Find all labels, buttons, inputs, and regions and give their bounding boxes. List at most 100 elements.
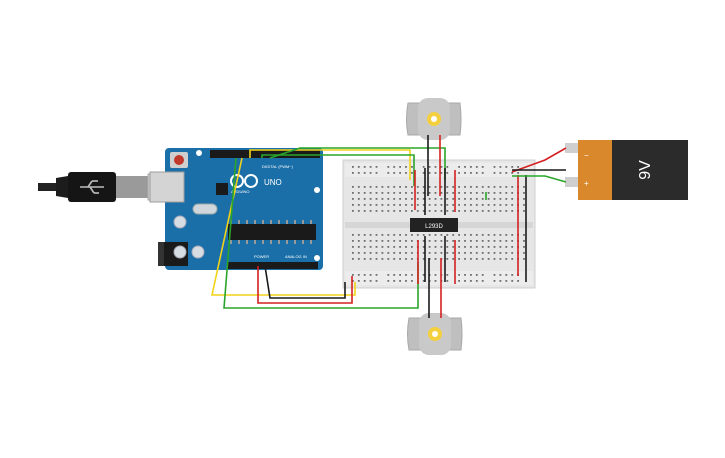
breadboard-hole[interactable] [399, 240, 401, 242]
breadboard-hole[interactable] [464, 166, 466, 168]
wire-yellow-2[interactable] [211, 157, 356, 296]
breadboard-hole[interactable] [393, 246, 396, 248]
breadboard-hole[interactable] [434, 258, 437, 260]
breadboard-hole[interactable] [487, 198, 490, 200]
breadboard-hole[interactable] [452, 210, 455, 212]
breadboard-hole[interactable] [493, 166, 496, 168]
breadboard-hole[interactable] [440, 166, 443, 168]
breadboard-hole[interactable] [369, 172, 372, 174]
breadboard-hole[interactable] [481, 198, 484, 200]
breadboard-hole[interactable] [422, 204, 425, 206]
breadboard-hole[interactable] [505, 166, 508, 168]
breadboard-hole[interactable] [387, 172, 390, 174]
breadboard-hole[interactable] [470, 280, 472, 282]
breadboard-hole[interactable] [416, 192, 419, 194]
breadboard-hole[interactable] [475, 280, 478, 282]
breadboard-hole[interactable] [357, 210, 360, 212]
breadboard-hole[interactable] [399, 186, 401, 188]
breadboard-hole[interactable] [411, 280, 413, 282]
breadboard-hole[interactable] [363, 172, 366, 174]
breadboard-hole[interactable] [511, 274, 514, 276]
breadboard-hole[interactable] [481, 234, 484, 236]
breadboard-hole[interactable] [375, 258, 378, 260]
breadboard-hole[interactable] [422, 172, 425, 174]
breadboard-hole[interactable] [428, 192, 431, 194]
breadboard-hole[interactable] [481, 186, 484, 188]
breadboard-hole[interactable] [475, 166, 478, 168]
breadboard-hole[interactable] [369, 240, 372, 242]
breadboard-hole[interactable] [352, 234, 354, 236]
breadboard-hole[interactable] [446, 186, 449, 188]
breadboard-hole[interactable] [387, 210, 390, 212]
breadboard-hole[interactable] [363, 234, 366, 236]
breadboard-hole[interactable] [434, 166, 437, 168]
breadboard-hole[interactable] [499, 234, 502, 236]
breadboard-hole[interactable] [458, 204, 460, 206]
breadboard-hole[interactable] [393, 204, 396, 206]
breadboard-hole[interactable] [357, 234, 360, 236]
breadboard-hole[interactable] [387, 252, 390, 254]
breadboard-hole[interactable] [452, 258, 455, 260]
breadboard-hole[interactable] [493, 274, 496, 276]
breadboard-hole[interactable] [375, 246, 378, 248]
breadboard-hole[interactable] [452, 240, 455, 242]
breadboard-hole[interactable] [487, 204, 490, 206]
breadboard-hole[interactable] [458, 246, 460, 248]
breadboard-hole[interactable] [470, 234, 472, 236]
breadboard-hole[interactable] [499, 172, 502, 174]
breadboard-hole[interactable] [399, 172, 401, 174]
breadboard-hole[interactable] [399, 246, 401, 248]
breadboard-hole[interactable] [475, 274, 478, 276]
breadboard-hole[interactable] [523, 234, 525, 236]
breadboard-hole[interactable] [440, 246, 443, 248]
breadboard-hole[interactable] [470, 198, 472, 200]
breadboard-hole[interactable] [464, 204, 466, 206]
breadboard-hole[interactable] [458, 166, 460, 168]
breadboard-hole[interactable] [411, 274, 413, 276]
breadboard-hole[interactable] [357, 186, 360, 188]
breadboard-hole[interactable] [446, 210, 449, 212]
breadboard-hole[interactable] [481, 246, 484, 248]
breadboard-hole[interactable] [375, 280, 378, 282]
breadboard-hole[interactable] [505, 210, 508, 212]
breadboard-hole[interactable] [511, 240, 514, 242]
breadboard-hole[interactable] [505, 274, 508, 276]
breadboard-hole[interactable] [363, 258, 366, 260]
breadboard-hole[interactable] [493, 252, 496, 254]
breadboard-hole[interactable] [399, 274, 401, 276]
wire-battery-red[interactable] [511, 147, 567, 173]
breadboard-hole[interactable] [440, 192, 443, 194]
breadboard-hole[interactable] [487, 246, 490, 248]
breadboard-hole[interactable] [405, 210, 407, 212]
breadboard-hole[interactable] [475, 204, 478, 206]
breadboard-hole[interactable] [387, 246, 390, 248]
breadboard-hole[interactable] [375, 252, 378, 254]
breadboard-hole[interactable] [375, 198, 378, 200]
breadboard-hole[interactable] [405, 252, 407, 254]
breadboard-hole[interactable] [481, 258, 484, 260]
breadboard-hole[interactable] [357, 246, 360, 248]
breadboard-hole[interactable] [440, 240, 443, 242]
breadboard-hole[interactable] [393, 172, 396, 174]
breadboard-hole[interactable] [428, 252, 431, 254]
breadboard-hole[interactable] [393, 198, 396, 200]
breadboard-hole[interactable] [405, 186, 407, 188]
breadboard-hole[interactable] [499, 246, 502, 248]
breadboard-hole[interactable] [399, 252, 401, 254]
breadboard-hole[interactable] [517, 166, 519, 168]
breadboard-hole[interactable] [369, 204, 372, 206]
breadboard-hole[interactable] [470, 172, 472, 174]
breadboard-hole[interactable] [505, 198, 508, 200]
breadboard-hole[interactable] [493, 258, 496, 260]
breadboard-hole[interactable] [381, 192, 384, 194]
breadboard-hole[interactable] [428, 234, 431, 236]
breadboard-hole[interactable] [375, 240, 378, 242]
breadboard-hole[interactable] [393, 186, 396, 188]
breadboard-hole[interactable] [381, 204, 384, 206]
breadboard-hole[interactable] [387, 166, 390, 168]
l293d-driver-chip[interactable]: L293D [410, 218, 458, 232]
wire-black-gnd[interactable] [264, 265, 346, 299]
breadboard-hole[interactable] [422, 252, 425, 254]
breadboard-hole[interactable] [464, 274, 466, 276]
breadboard-hole[interactable] [375, 186, 378, 188]
